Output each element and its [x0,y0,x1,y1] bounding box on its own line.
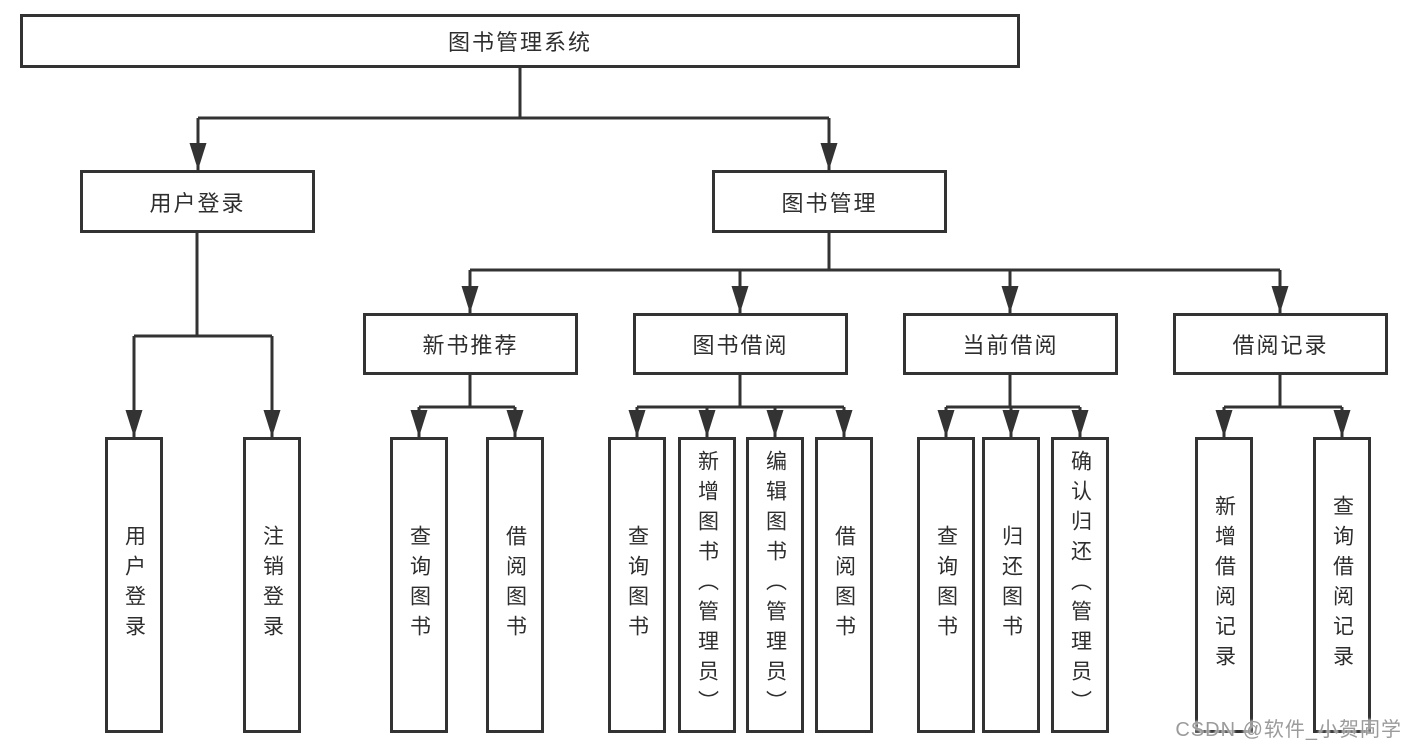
node-book-management-label: 图书管理 [781,190,878,216]
arrow-down-icon [628,410,646,437]
leaf-edit-book-admin: 编辑图书（管理员） [746,437,804,733]
node-book-management: 图书管理 [712,170,947,233]
leaf-query-books-3-label: 查询图书 [934,525,958,645]
leaf-return-books: 归还图书 [982,437,1040,733]
arrow-down-icon [1215,410,1233,437]
arrow-down-icon [461,286,479,313]
leaf-query-books-1-label: 查询图书 [407,525,431,645]
node-book-borrowing-label: 图书借阅 [692,333,789,358]
leaf-user-login-label: 用户登录 [122,525,146,645]
tree-edges [132,68,1344,437]
arrow-down-icon [410,410,428,437]
leaf-confirm-return-admin: 确认归还（管理员） [1051,437,1109,733]
leaf-query-books-1: 查询图书 [390,437,448,733]
leaf-logout-label: 注销登录 [260,525,284,645]
arrow-down-icon [766,410,784,437]
leaf-logout: 注销登录 [243,437,301,733]
node-new-book-recommend-label: 新书推荐 [422,333,519,358]
arrow-down-icon [189,143,207,170]
leaf-user-login: 用户登录 [105,437,163,733]
node-borrowing-records: 借阅记录 [1173,313,1388,375]
node-new-book-recommend: 新书推荐 [363,313,578,375]
arrow-down-icon [820,143,838,170]
leaf-query-books-2: 查询图书 [608,437,666,733]
leaf-query-books-2-label: 查询图书 [625,525,649,645]
node-user-login: 用户登录 [80,170,315,233]
arrow-down-icon [263,410,281,437]
leaf-borrow-books-2: 借阅图书 [815,437,873,733]
csdn-watermark: CSDN @软件_小贺同学 [1175,719,1402,741]
arrow-down-icon [125,410,143,437]
node-root-label: 图书管理系统 [447,30,592,55]
leaf-return-books-label: 归还图书 [999,525,1023,645]
arrow-down-icon [506,410,524,437]
arrow-down-icon [1001,286,1019,313]
leaf-add-borrow-record-label: 新增借阅记录 [1212,495,1236,675]
leaf-confirm-return-admin-label: 确认归还（管理员） [1068,450,1092,720]
leaf-borrow-books-1-label: 借阅图书 [503,525,527,645]
arrow-down-icon [937,410,955,437]
arrow-down-icon [1333,410,1351,437]
arrow-down-icon [835,410,853,437]
leaf-add-book-admin: 新增图书（管理员） [678,437,736,733]
leaf-add-borrow-record: 新增借阅记录 [1195,437,1253,733]
arrow-down-icon [1271,286,1289,313]
leaf-query-borrow-record-label: 查询借阅记录 [1330,495,1354,675]
leaf-query-borrow-record: 查询借阅记录 [1313,437,1371,733]
leaf-edit-book-admin-label: 编辑图书（管理员） [763,450,787,720]
node-root: 图书管理系统 [20,14,1020,68]
arrow-down-icon [731,286,749,313]
node-current-borrowing: 当前借阅 [903,313,1118,375]
node-user-login-label: 用户登录 [149,190,246,216]
arrow-down-icon [1002,410,1020,437]
leaf-add-book-admin-label: 新增图书（管理员） [695,450,719,720]
arrow-down-icon [698,410,716,437]
leaf-query-books-3: 查询图书 [917,437,975,733]
node-borrowing-records-label: 借阅记录 [1232,333,1329,358]
node-current-borrowing-label: 当前借阅 [962,333,1059,358]
arrowhead-icons [125,143,1351,437]
leaf-borrow-books-2-label: 借阅图书 [832,525,856,645]
leaf-borrow-books-1: 借阅图书 [486,437,544,733]
node-book-borrowing: 图书借阅 [633,313,848,375]
arrow-down-icon [1071,410,1089,437]
